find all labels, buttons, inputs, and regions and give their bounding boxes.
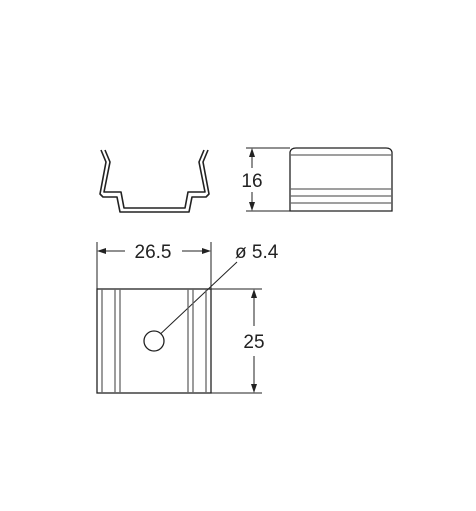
- side-view-outline: [289, 147, 393, 212]
- width-dimension-label: 26.5: [135, 242, 172, 263]
- height-dimension: [246, 147, 290, 212]
- clip-side-view: [289, 147, 393, 212]
- length-dimension-label: 25: [243, 332, 264, 353]
- clip-profile-view: [99, 149, 210, 213]
- mounting-hole: [143, 330, 165, 352]
- top-view-outline: [96, 288, 212, 394]
- hole-diameter-leader: [153, 261, 238, 341]
- clip-top-view: [96, 288, 212, 394]
- clip-profile-outline: [99, 149, 210, 213]
- hole-diameter-label: ø 5.4: [235, 242, 279, 263]
- height-dimension-label: 16: [241, 171, 262, 192]
- clip-profile-inner-line: [103, 149, 206, 209]
- length-dimension: [211, 288, 262, 394]
- width-dimension: [96, 242, 212, 289]
